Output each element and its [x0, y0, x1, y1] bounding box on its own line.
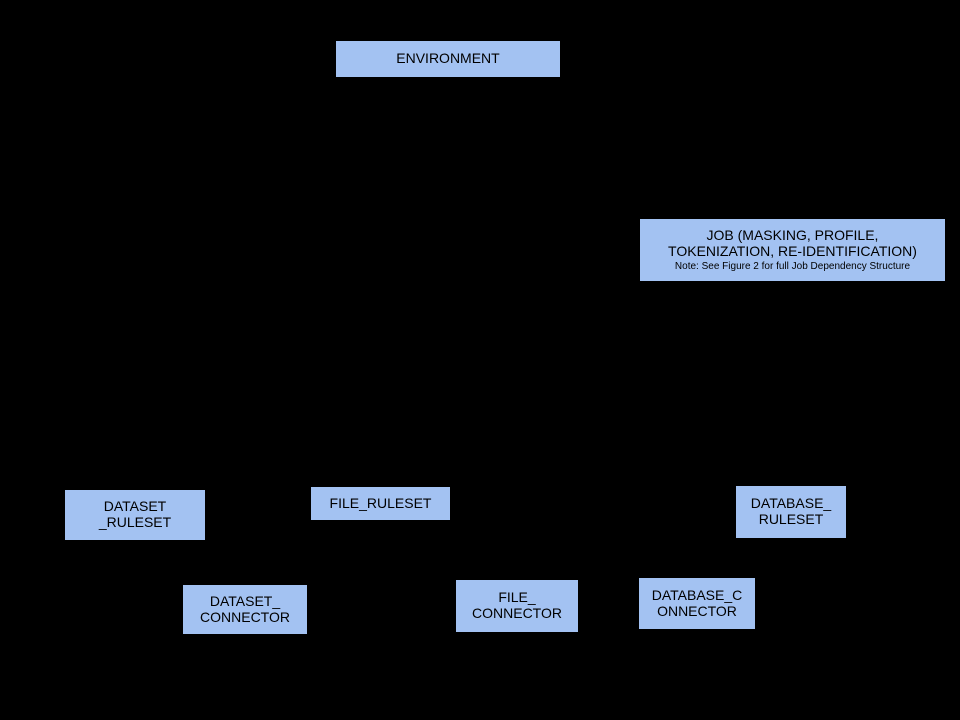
node-database-ruleset[interactable]: DATABASE_ RULESET	[736, 486, 846, 538]
node-job-note: Note: See Figure 2 for full Job Dependen…	[674, 260, 911, 272]
node-file-ruleset[interactable]: FILE_RULESET	[311, 487, 450, 520]
node-dataset-connector-label: DATASET_ CONNECTOR	[200, 592, 290, 625]
node-database-ruleset-label: DATABASE_ RULESET	[750, 495, 832, 527]
node-job[interactable]: JOB (MASKING, PROFILE, TOKENIZATION, RE-…	[640, 219, 945, 281]
node-environment-label: ENVIRONMENT	[396, 50, 500, 67]
node-file-connector[interactable]: FILE_ CONNECTOR	[456, 580, 578, 632]
node-job-label: JOB (MASKING, PROFILE, TOKENIZATION, RE-…	[668, 227, 917, 259]
node-dataset-connector[interactable]: DATASET_ CONNECTOR	[183, 585, 307, 634]
node-file-ruleset-label: FILE_RULESET	[329, 494, 432, 511]
node-environment[interactable]: ENVIRONMENT	[336, 41, 560, 77]
node-dataset-ruleset-label: DATASET _RULESET	[98, 498, 172, 530]
node-dataset-ruleset[interactable]: DATASET _RULESET	[65, 490, 205, 540]
node-database-connector[interactable]: DATABASE_C ONNECTOR	[639, 578, 755, 629]
node-database-connector-label: DATABASE_C ONNECTOR	[651, 586, 743, 619]
node-file-connector-label: FILE_ CONNECTOR	[472, 589, 562, 621]
